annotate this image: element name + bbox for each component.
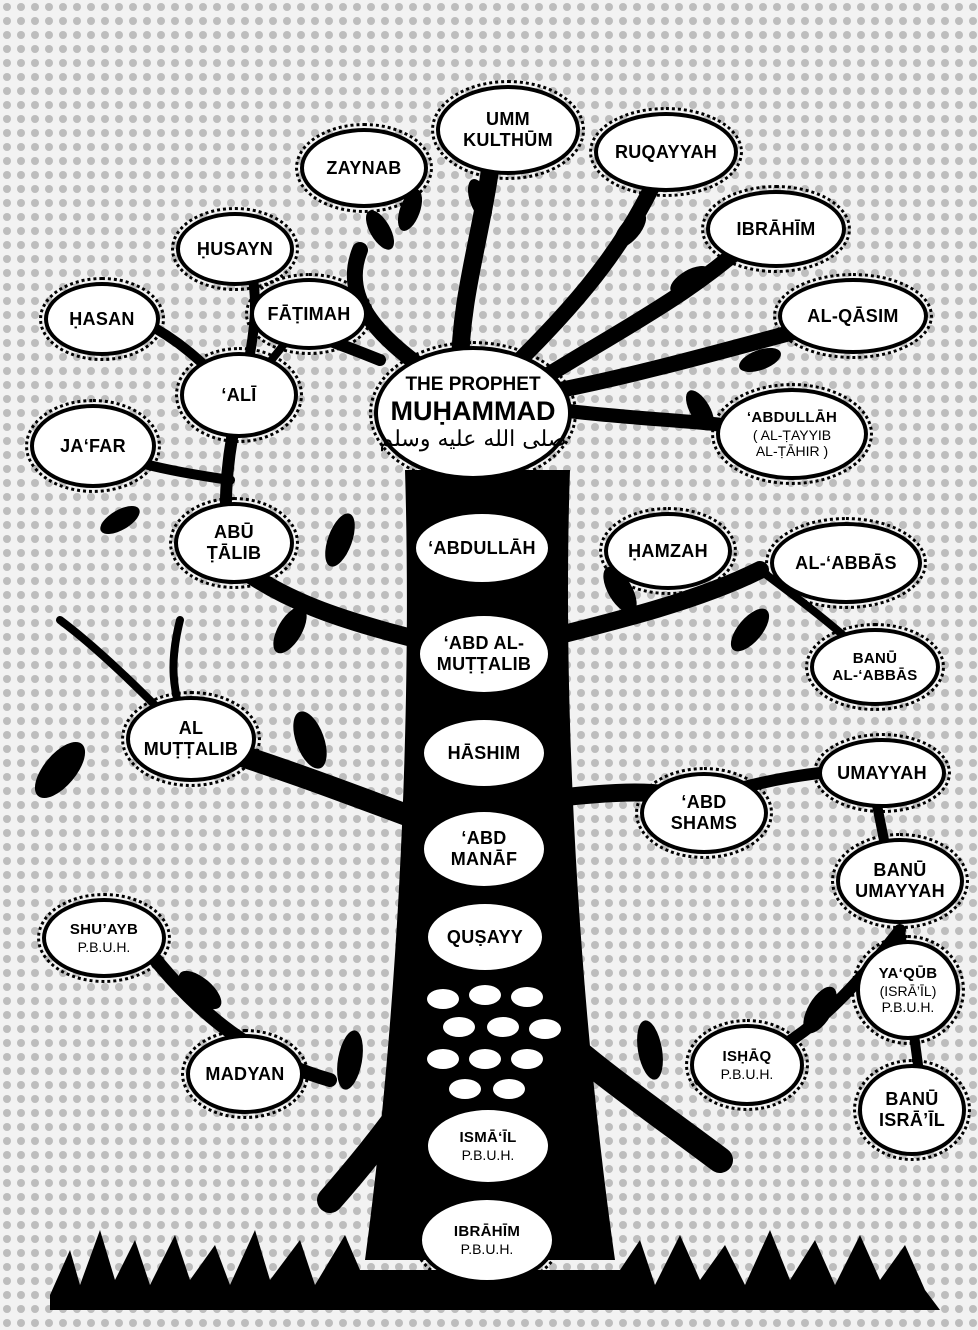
node-sublabel: P.B.U.H. [720,1065,774,1082]
node-label: AL-‘ABBĀS [795,552,897,573]
node-label: UMM [486,109,530,130]
node-label: MADYAN [205,1063,285,1084]
node-prophet-muhammad: THE PROPHET MUḤAMMAD صلى الله عليه وسلم [369,341,577,485]
node-yaqub: YA‘QŪB (ISRĀ’ĪL) P.B.U.H. [851,935,965,1045]
node-banu-israil: BANŪ ISRĀ’ĪL [853,1059,971,1161]
node-label: ‘ABDULLĀH [428,537,536,558]
node-label: ḤUSAYN [196,238,274,259]
node-label: BANŪ [852,649,898,667]
generation-cloud [424,1046,462,1072]
generation-cloud [490,1076,528,1102]
node-label: FĀṬIMAH [267,303,351,324]
node-madyan: MADYAN [181,1029,309,1119]
node-label: KULTHŪM [463,130,553,150]
generation-cloud [508,1046,546,1072]
node-zaynab: ZAYNAB [295,123,433,213]
node-abdullah: ‘ABDULLĀH [407,505,557,591]
node-al-muttalib: AL MUṬṬALIB [121,691,261,787]
node-hashim: HĀSHIM [415,711,553,795]
node-label: JA‘FAR [60,435,126,456]
node-label: IBRĀHĪM [736,218,816,239]
node-abd-al-muttalib: ‘ABD AL- MUṬṬALIB [411,607,557,701]
node-label: ḤAMZAH [628,540,708,561]
node-label: MUṬṬALIB [436,654,532,674]
node-banu-al-abbas: BANŪ AL-‘ABBĀS [805,623,945,711]
node-label: ISḤĀQ [722,1048,772,1066]
node-label: BANŪ [873,860,927,881]
prophet-title: THE PROPHET [405,373,541,395]
node-label: SHAMS [670,813,738,833]
node-abdullah-al-tayyib: ‘ABDULLĀH ( AL-ṬAYYIB AL-ṬĀHIR ) [711,383,873,485]
node-label: ‘ABD AL- [443,633,525,654]
node-label: MUṬṬALIB [143,739,239,759]
node-sublabel: (ISRĀ’ĪL) [879,982,937,999]
node-label: QUṢAYY [446,926,524,947]
node-sublabel: P.B.U.H. [77,938,131,955]
node-al-abbas: AL-‘ABBĀS [765,517,927,609]
prophet-name: MUḤAMMAD [390,395,556,426]
node-label: UMAYYAH [837,762,927,783]
generation-cloud [466,982,504,1008]
node-umayyah: UMAYYAH [813,733,951,813]
node-label: IBRĀHĪM [453,1223,521,1241]
node-hamzah: ḤAMZAH [599,507,737,595]
node-ruqayyah: RUQAYYAH [589,107,743,197]
node-label: HĀSHIM [447,742,521,763]
node-abd-manaf: ‘ABD MANĀF [415,803,553,895]
node-jafar: JA‘FAR [25,399,161,493]
node-label: AL-‘ABBĀS [832,667,918,684]
node-sublabel: P.B.U.H. [460,1240,514,1257]
node-sublabel: ( AL-ṬAYYIB [752,426,832,443]
generation-cloud [446,1076,484,1102]
node-label: AL [178,718,204,739]
leaves [34,179,837,1090]
node-label: AL-QĀSIM [807,305,899,326]
generation-cloud [484,1014,522,1040]
node-al-qasim: AL-QĀSIM [773,273,933,359]
node-label: ‘ALĪ [221,384,257,405]
node-label: ‘ABD [461,828,507,849]
node-label: ISMĀ‘ĪL [459,1129,517,1147]
node-banu-umayyah: BANŪ UMAYYAH [831,833,969,929]
node-label: SHU’AYB [69,921,139,939]
node-hasan: ḤASAN [39,277,165,361]
node-fatimah: FĀṬIMAH [245,273,373,355]
node-sublabel: P.B.U.H. [881,998,935,1015]
node-ismail: ISMĀ‘ĪL P.B.U.H. [419,1101,557,1191]
node-label: ISRĀ’ĪL [878,1110,946,1130]
node-label: BANŪ [885,1089,939,1110]
node-shuayb: SHU’AYB P.B.U.H. [37,893,171,983]
node-label: ṬĀLIB [206,543,262,563]
node-sublabel: AL-ṬĀHIR ) [755,442,829,459]
node-label: MANĀF [450,849,518,869]
node-label: ABŪ [214,522,254,543]
node-label: YA‘QŪB [878,965,938,983]
node-label: ‘ABD [681,792,727,813]
node-abu-talib: ABŪ ṬĀLIB [169,497,299,589]
generation-cloud [424,986,462,1012]
node-label: UMAYYAH [855,881,945,901]
generation-cloud [508,984,546,1010]
node-umm-kulthum: UMM KULTHŪM [431,80,585,180]
node-ishaq: ISḤĀQ P.B.U.H. [685,1019,809,1111]
node-sublabel: P.B.U.H. [461,1146,515,1163]
node-ibrahim-son: IBRĀHĪM [701,185,851,273]
node-label: ‘ABDULLĀH [746,409,838,427]
node-label: ZAYNAB [326,157,402,178]
node-label: ḤASAN [69,308,135,329]
node-qusayy: QUṢAYY [419,895,551,979]
node-husayn: ḤUSAYN [171,207,299,291]
prophet-salutation: صلى الله عليه وسلم [379,426,567,452]
generation-cloud [526,1016,564,1042]
node-ali: ‘ALĪ [175,347,303,443]
node-abd-shams: ‘ABD SHAMS [635,767,773,859]
generation-cloud [440,1014,478,1040]
node-ibrahim: IBRĀHĪM P.B.U.H. [413,1191,561,1289]
node-label: RUQAYYAH [614,141,718,162]
generation-cloud [466,1046,504,1072]
